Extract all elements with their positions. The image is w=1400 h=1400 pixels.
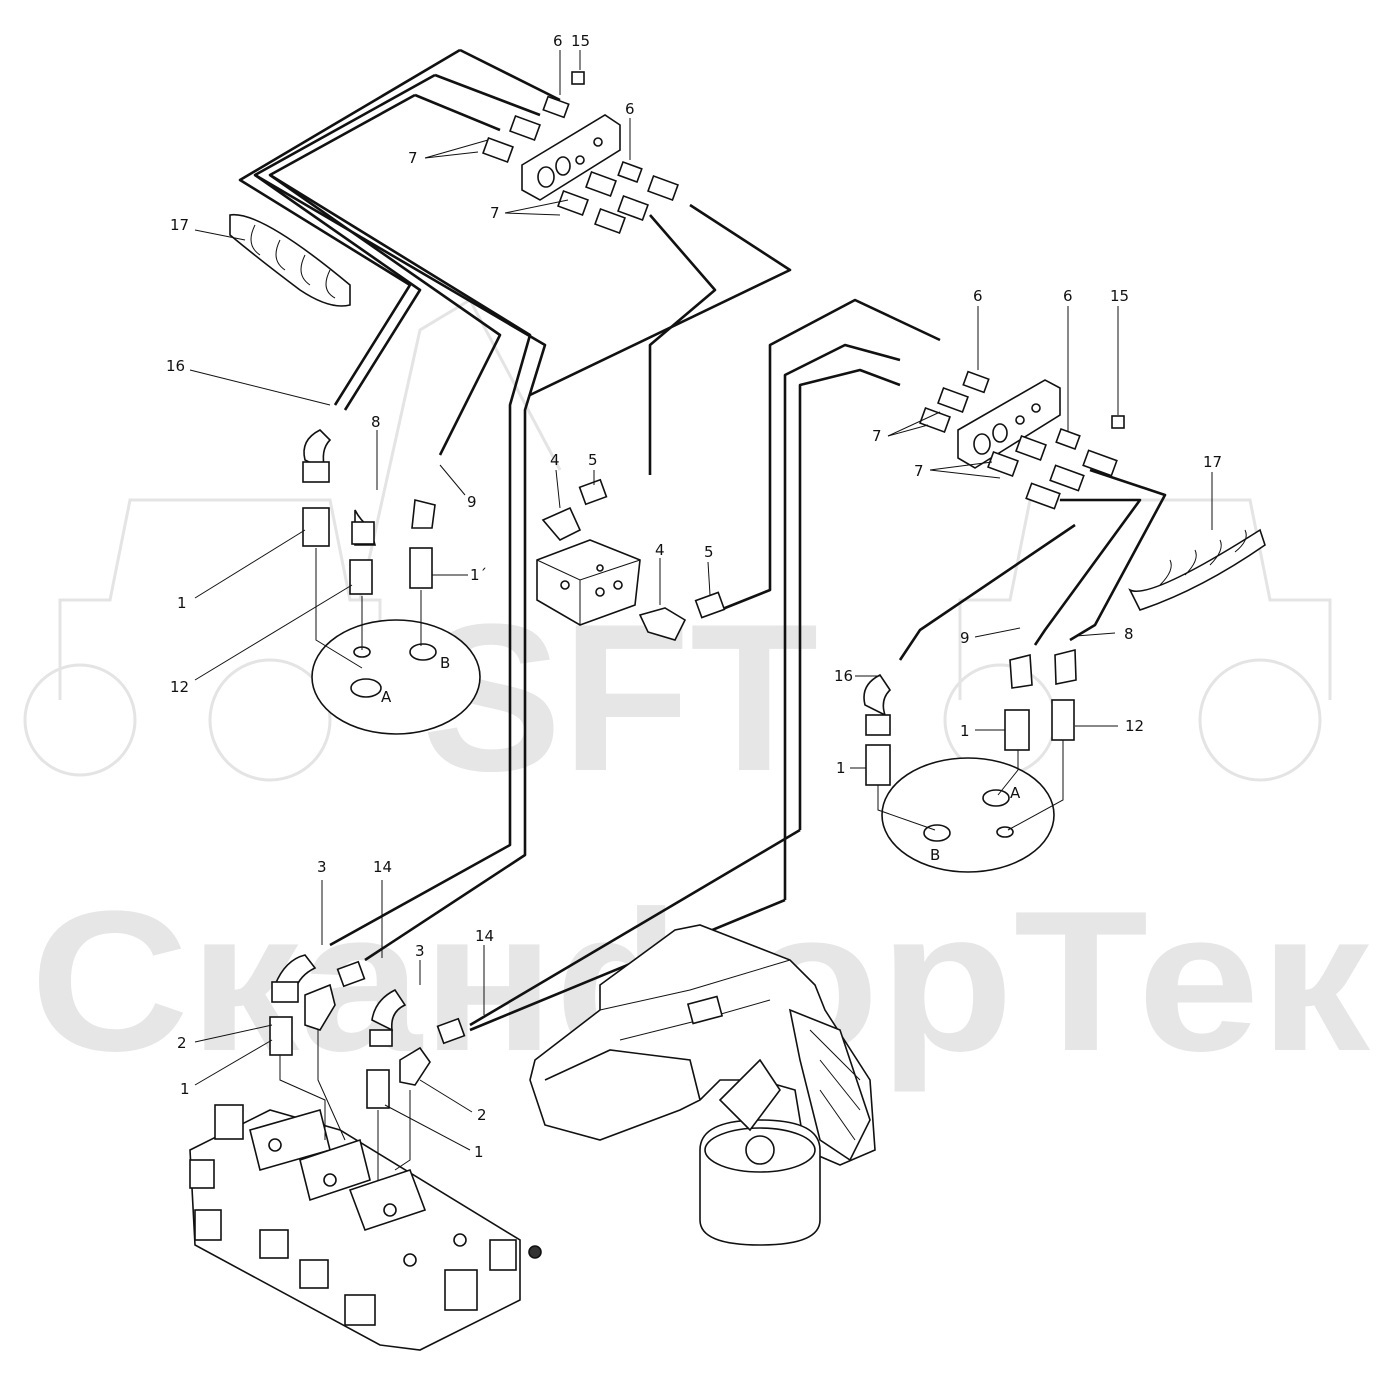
callout-1: 1 — [177, 594, 187, 612]
callout-16: 16 — [834, 667, 853, 685]
callout-1: 1 — [836, 759, 846, 777]
callout-6: 6 — [973, 287, 983, 305]
fittings-top-right — [919, 370, 1125, 510]
control-valve-assembly — [189, 1104, 542, 1351]
callout-5: 5 — [704, 543, 714, 561]
callout-7: 7 — [490, 204, 500, 222]
callout-2: 2 — [477, 1106, 487, 1124]
callout-14: 14 — [373, 858, 392, 876]
callout-A: A — [1010, 784, 1021, 802]
callout-16: 16 — [166, 357, 185, 375]
callout-14: 14 — [475, 927, 494, 945]
callout-9: 9 — [467, 493, 477, 511]
manifold-plate-top-right — [957, 379, 1061, 469]
leader-lines — [189, 50, 1213, 1180]
callout-7: 7 — [914, 462, 924, 480]
watermark-logo: SFT — [422, 580, 819, 815]
callout-5: 5 — [588, 451, 598, 469]
callout-labels: 6 15 6 7 7 17 16 8 9 1 1´ 12 A B 4 5 4 5… — [166, 32, 1222, 1161]
manifold-plate-top-left — [521, 114, 621, 201]
callout-6: 6 — [1063, 287, 1073, 305]
fittings-top-left — [482, 71, 679, 234]
fittings-bottom-left — [269, 954, 466, 1109]
spiral-guard-right — [1128, 528, 1266, 611]
callout-6: 6 — [553, 32, 563, 50]
mount-plate-left — [311, 619, 481, 735]
callout-15: 15 — [1110, 287, 1129, 305]
valve-block-middle — [536, 539, 641, 626]
callout-1: 1 — [474, 1143, 484, 1161]
callout-B: B — [930, 846, 940, 864]
callout-8: 8 — [371, 413, 381, 431]
callout-12: 12 — [170, 678, 189, 696]
callout-4: 4 — [550, 451, 560, 469]
fittings-right-lower — [863, 648, 1077, 786]
callout-3: 3 — [317, 858, 327, 876]
callout-17: 17 — [1203, 453, 1222, 471]
callout-4: 4 — [655, 541, 665, 559]
callout-7: 7 — [408, 149, 418, 167]
callout-1-prime: 1´ — [470, 566, 487, 584]
callout-7: 7 — [872, 427, 882, 445]
callout-2: 2 — [177, 1034, 187, 1052]
fittings-middle — [541, 478, 726, 641]
spiral-guard-left — [229, 213, 351, 307]
callout-17: 17 — [170, 216, 189, 234]
callout-6: 6 — [625, 100, 635, 118]
callout-8: 8 — [1124, 625, 1134, 643]
callout-1: 1 — [960, 722, 970, 740]
fittings-left-lower — [302, 429, 436, 595]
callout-B: B — [440, 654, 450, 672]
callout-A: A — [381, 688, 392, 706]
watermark-tractor-right-icon — [943, 498, 1332, 782]
callout-9: 9 — [960, 629, 970, 647]
crane-base-assembly — [529, 924, 876, 1246]
mount-plate-right — [881, 757, 1055, 873]
callout-1: 1 — [180, 1080, 190, 1098]
callout-3: 3 — [415, 942, 425, 960]
callout-15: 15 — [571, 32, 590, 50]
callout-12: 12 — [1125, 717, 1144, 735]
